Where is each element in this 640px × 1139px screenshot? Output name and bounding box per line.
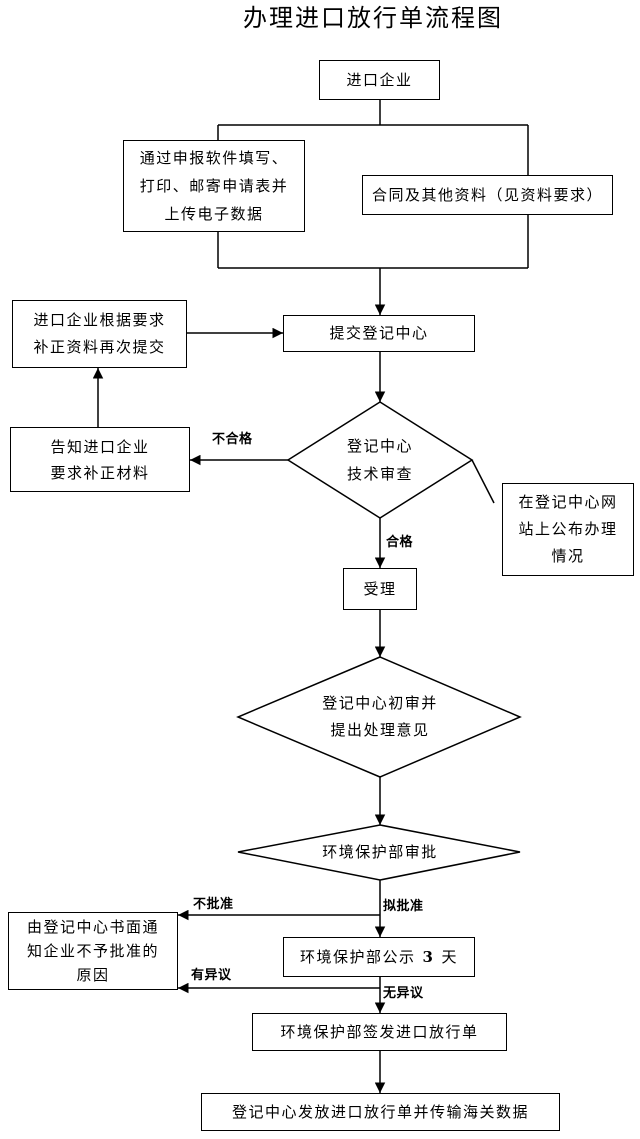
decision-label-line: 技术审查: [346, 465, 413, 483]
node-contract-docs: 合同及其他资料（见资料要求）: [362, 175, 613, 215]
decision-mep-approval: 环境保护部审批: [270, 838, 490, 866]
edge-label-pass: 合格: [386, 535, 414, 550]
node-publish-status: 在登记中心网 站上公布办理 情况: [502, 483, 634, 576]
node-apply-online: 通过申报软件填写、 打印、邮寄申请表并 上传电子数据: [123, 140, 305, 232]
node-label-line: 原因: [76, 966, 110, 984]
node-import-enterprise: 进口企业: [319, 60, 440, 100]
edge-review-to-publish: [471, 459, 495, 504]
node-reject-notice: 由登记中心书面通 知企业不予批准的 原因: [8, 912, 178, 990]
decision-label-line: 登记中心初审并: [322, 694, 438, 712]
node-label-line: 要求补正材料: [50, 463, 150, 482]
decision-label-line: 登记中心: [346, 437, 413, 455]
node-resubmit: 进口企业根据要求 补正资料再次提交: [12, 300, 187, 368]
node-label-line: 情况: [551, 547, 585, 565]
node-distribute: 登记中心发放进口放行单并传输海关数据: [201, 1093, 560, 1131]
edge-label-no-objection: 无异议: [383, 986, 424, 1001]
node-label: 登记中心发放进口放行单并传输海关数据: [231, 1102, 529, 1121]
node-label-line: 补正资料再次提交: [33, 338, 166, 356]
node-label: 合同及其他资料（见资料要求）: [371, 185, 603, 204]
node-label-line: 通过申报软件填写、: [139, 149, 289, 167]
node-accept: 受理: [343, 568, 417, 610]
node-label: 提交登记中心: [329, 324, 429, 342]
node-label-line: 上传电子数据: [164, 205, 264, 223]
node-label-line: 告知进口企业: [50, 437, 150, 456]
public-notice-days: 3: [422, 947, 435, 966]
decision-tech-review: 登记中心 技术审查: [300, 432, 460, 488]
page-title: 办理进口放行单流程图: [243, 4, 503, 32]
node-label-line: 打印、邮寄申请表并: [139, 177, 289, 195]
public-notice-text: 环境保护部公示: [300, 947, 416, 966]
node-submit-center: 提交登记中心: [283, 315, 475, 352]
edge-label-fail: 不合格: [212, 432, 253, 447]
public-notice-unit: 天: [441, 947, 458, 966]
node-issue-permit: 环境保护部签发进口放行单: [252, 1013, 507, 1051]
edge-label-not-approved: 不批准: [193, 897, 234, 912]
decision-label-line: 提出处理意见: [330, 721, 430, 739]
decision-preliminary-review: 登记中心初审并 提出处理意见: [270, 690, 490, 744]
decision-label: 环境保护部审批: [322, 842, 438, 861]
node-label-line: 站上公布办理: [518, 520, 618, 538]
edge-label-proposed-approval: 拟批准: [383, 899, 424, 914]
node-label-line: 进口企业根据要求: [33, 311, 166, 329]
node-label-line: 知企业不予批准的: [26, 942, 159, 960]
node-label-line: 在登记中心网: [518, 493, 618, 511]
node-label: 受理: [363, 579, 397, 598]
edge-label-objection: 有异议: [191, 968, 232, 983]
node-label: 进口企业: [346, 70, 413, 89]
node-label-line: 由登记中心书面通: [26, 918, 159, 936]
node-notify-supplement: 告知进口企业 要求补正材料: [10, 427, 190, 492]
node-label: 环境保护部签发进口放行单: [280, 1022, 479, 1041]
